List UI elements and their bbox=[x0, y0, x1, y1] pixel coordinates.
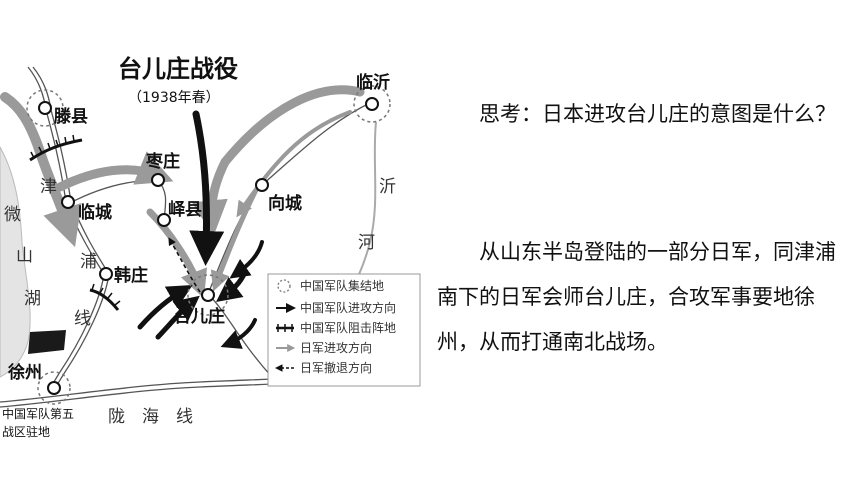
label-taierzhuang: 台儿庄 bbox=[174, 306, 225, 327]
taierzhuang-battle-map: 台儿庄战役 （1938年春） 滕县 临沂 枣庄 峄县 向城 临城 韩庄 台儿庄 … bbox=[0, 55, 421, 439]
label-tengxian: 滕县 bbox=[54, 106, 88, 127]
label-wei: 微 bbox=[4, 205, 21, 225]
label-xuzhou: 徐州 bbox=[7, 362, 42, 383]
question-text: 思考：日本进攻台儿庄的意图是什么？ bbox=[479, 102, 836, 126]
assembly-areas bbox=[26, 85, 391, 405]
weishan-lake bbox=[0, 145, 31, 378]
label-jin: 津 bbox=[40, 177, 57, 197]
label-pu: 浦 bbox=[80, 252, 97, 272]
legend-blocking-symbol bbox=[276, 324, 294, 332]
legend-item-assembly: 中国军队集结地 bbox=[300, 278, 384, 293]
label-lincheng: 临城 bbox=[78, 202, 112, 223]
label-zaozhuang: 枣庄 bbox=[145, 151, 180, 172]
label-he: 河 bbox=[358, 233, 375, 253]
legend-item-jp-retreat: 日军撤退方向 bbox=[300, 360, 372, 375]
hq-label-line2: 战区驻地 bbox=[2, 424, 50, 439]
japanese-attack-arrows bbox=[0, 85, 365, 299]
label-hanzhuang: 韩庄 bbox=[114, 265, 148, 286]
label-xian: 线 bbox=[74, 309, 91, 329]
legend-item-blocking: 中国军队阻击阵地 bbox=[300, 320, 396, 335]
label-longhai: 陇 海 线 bbox=[108, 407, 193, 427]
map-title: 台儿庄战役 bbox=[118, 55, 238, 83]
label-yi: 沂 bbox=[379, 177, 396, 197]
japanese-retreat-arrow bbox=[168, 237, 201, 293]
city-markers bbox=[38, 97, 379, 395]
legend-assembly-symbol bbox=[277, 279, 291, 293]
label-linyi: 临沂 bbox=[356, 72, 390, 93]
blocking-positions bbox=[29, 134, 121, 311]
legend-item-cn-attack: 中国军队进攻方向 bbox=[300, 300, 396, 315]
legend: 中国军队集结地 中国军队进攻方向 中国军队阻击阵地 日军进攻方向 日军撤退方向 bbox=[267, 273, 421, 387]
fifth-war-zone-flag bbox=[28, 330, 66, 354]
label-xiangcheng: 向城 bbox=[268, 193, 302, 214]
label-shan: 山 bbox=[16, 246, 33, 266]
answer-text: 从山东半岛登陆的一部分日军，同津浦南下的日军会师台儿庄，合攻军事要地徐州，从而打… bbox=[437, 240, 836, 354]
label-yixian: 峄县 bbox=[168, 199, 202, 220]
map-subtitle: （1938年春） bbox=[128, 90, 220, 106]
label-hu: 湖 bbox=[24, 289, 41, 309]
chinese-attack-arrows bbox=[137, 110, 264, 349]
legend-item-jp-attack: 日军进攻方向 bbox=[300, 340, 372, 355]
hq-label-line1: 中国军队第五 bbox=[2, 406, 74, 421]
